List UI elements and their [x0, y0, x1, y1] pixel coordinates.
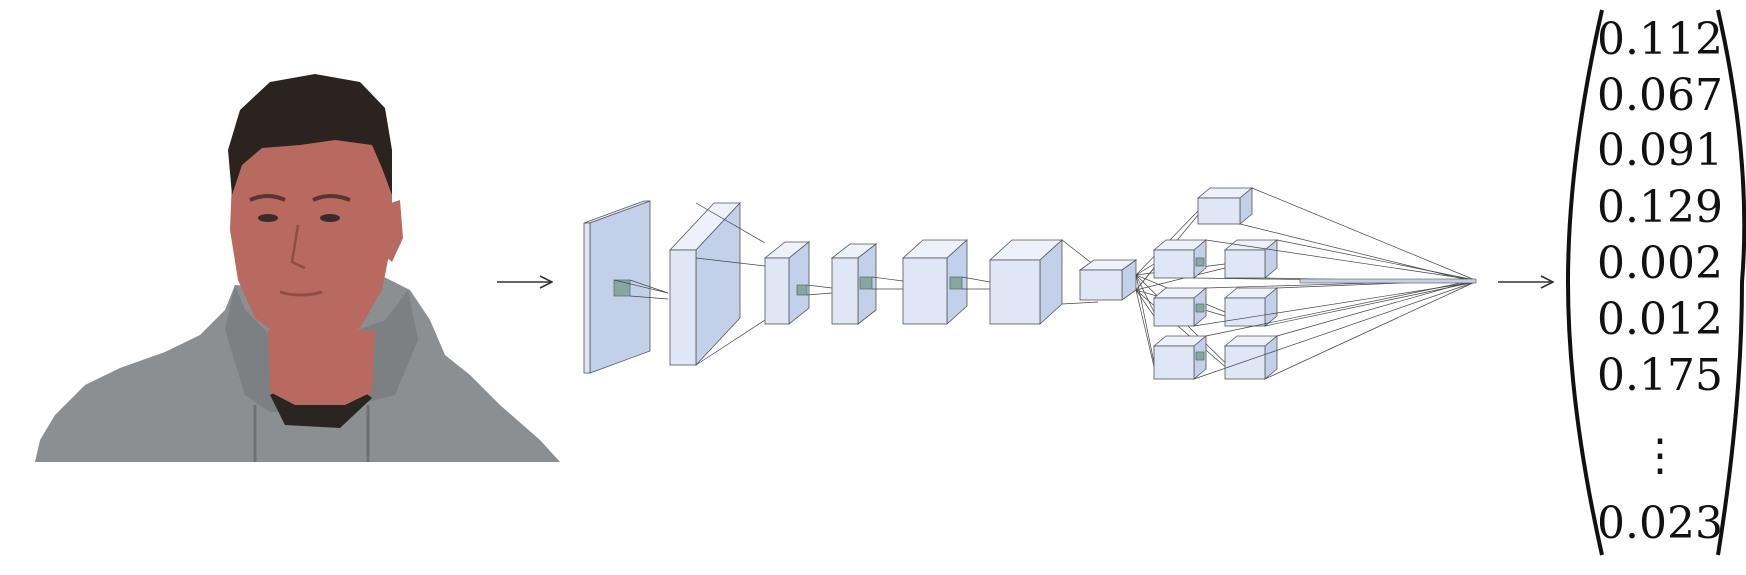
- right-eyebrow: [312, 194, 351, 202]
- conv-edge: [806, 284, 833, 289]
- conv-edge: [695, 319, 766, 366]
- conv-layer-3: [763, 241, 811, 325]
- nose: [290, 224, 306, 270]
- conv-edge: [695, 202, 766, 244]
- conv-layer-6-front: [989, 259, 1041, 325]
- vector-value-last: 0.023: [1597, 498, 1723, 549]
- right-parenthesis: [1716, 9, 1746, 556]
- conv-edge: [961, 276, 991, 283]
- left-parenthesis: [1565, 9, 1604, 556]
- vector-value: 0.175: [1597, 350, 1723, 401]
- conv-kernel-4: [859, 276, 873, 290]
- fully-connected-layer: [1299, 278, 1477, 284]
- conv-edge: [695, 257, 766, 267]
- fc-edge: [1264, 281, 1476, 327]
- branch-edge: [1135, 274, 1155, 313]
- branch-edge: [1135, 289, 1226, 367]
- branch-edge: [1135, 274, 1155, 363]
- conv-layer-3-front: [764, 257, 790, 325]
- conv-layer-2-front: [669, 249, 697, 366]
- vector-value: 0.129: [1597, 182, 1723, 233]
- branch-block-front: [1224, 297, 1266, 327]
- branch-edge: [1135, 289, 1155, 367]
- face: [230, 128, 392, 345]
- conv-layer-6: [988, 239, 1064, 325]
- fc-edge: [1205, 239, 1476, 281]
- left-eyebrow: [249, 194, 286, 202]
- vector-value: 0.091: [1597, 125, 1723, 176]
- branch-edge: [1135, 267, 1226, 291]
- fc-edge: [1193, 281, 1476, 380]
- conv-kernel-1: [613, 279, 631, 297]
- vector-ellipsis: ⋮: [1638, 430, 1682, 481]
- conv-edge: [1061, 301, 1099, 305]
- branch-edge: [1135, 289, 1155, 317]
- conv-edge: [806, 292, 833, 296]
- ear: [384, 200, 403, 262]
- vector-value: 0.002: [1597, 238, 1723, 289]
- branch-block: [1196, 187, 1254, 225]
- branch-block-front: [1197, 197, 1241, 225]
- mouth: [279, 290, 323, 297]
- conv-layer-7-front: [1079, 269, 1123, 301]
- conv-edge: [629, 295, 669, 300]
- vector-value: 0.067: [1597, 70, 1723, 121]
- branch-block: [1223, 239, 1279, 279]
- conv-layer-1-front: [583, 222, 591, 374]
- conv-kernel-5: [949, 276, 963, 290]
- fc-edge: [1276, 239, 1476, 281]
- conv-layer-2: [669, 201, 741, 367]
- branch-block-front: [1224, 345, 1266, 380]
- branch-kernel: [1195, 351, 1205, 361]
- vector-value: 0.112: [1597, 14, 1723, 65]
- hair: [228, 74, 392, 195]
- branch-block: [1223, 335, 1279, 380]
- left-eye-icon: [258, 214, 278, 222]
- branch-block-front: [1153, 249, 1195, 279]
- branch-block-front: [1153, 297, 1195, 327]
- right-eye-icon: [320, 214, 340, 222]
- branch-block-front: [1153, 345, 1195, 380]
- branch-kernel: [1195, 257, 1205, 267]
- input-face-image: [35, 74, 560, 462]
- conv-layer-7: [1078, 259, 1138, 301]
- branch-block: [1152, 287, 1208, 327]
- fc-edge: [1251, 187, 1476, 281]
- vector-value: 0.012: [1597, 294, 1723, 345]
- branch-kernel: [1195, 303, 1205, 313]
- fc-edge: [1264, 281, 1476, 380]
- conv-kernel-3: [796, 284, 808, 296]
- conv-edge: [871, 276, 904, 282]
- fc-edge: [1276, 279, 1476, 337]
- conv-layer-5-front: [902, 257, 948, 325]
- conv-layer-4-front: [831, 257, 859, 325]
- fc-edge: [1205, 279, 1476, 337]
- branch-block-front: [1224, 249, 1266, 279]
- neck: [268, 330, 375, 405]
- conv-edge: [629, 279, 669, 294]
- convolutional-network: [583, 187, 1477, 380]
- branch-block: [1223, 287, 1279, 327]
- branch-edge: [1135, 263, 1155, 276]
- conv-edge: [613, 279, 669, 294]
- fc-edge: [1193, 281, 1476, 327]
- embedding-vector: 0.112 0.067 0.091 0.129 0.002 0.012 0.17…: [1565, 9, 1746, 556]
